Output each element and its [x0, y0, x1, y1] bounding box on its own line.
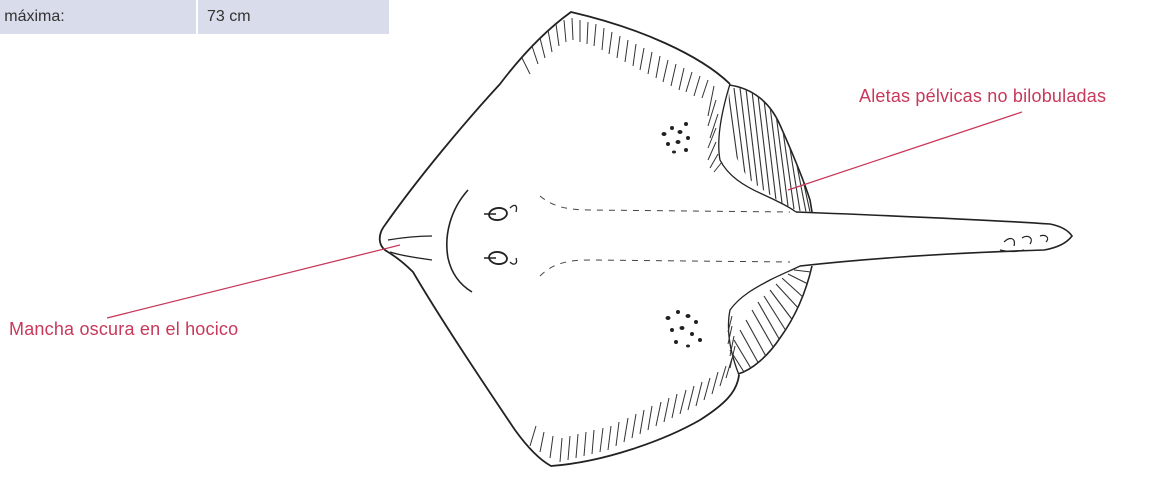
leader-line-pelvic — [788, 112, 1022, 190]
annotation-snout-spot: Mancha oscura en el hocico — [9, 319, 238, 340]
disc-outline — [380, 12, 739, 466]
spot-cluster-top — [662, 122, 691, 154]
fin-rays-bottom — [530, 316, 735, 462]
leader-line-snout — [107, 245, 400, 318]
annotation-pelvic-fins: Aletas pélvicas no bilobuladas — [859, 86, 1106, 107]
spot-cluster-bottom — [666, 310, 703, 348]
pelvic-fin-bottom — [738, 266, 812, 374]
fin-rays-top — [522, 18, 722, 172]
dorsal-midline — [540, 196, 790, 276]
